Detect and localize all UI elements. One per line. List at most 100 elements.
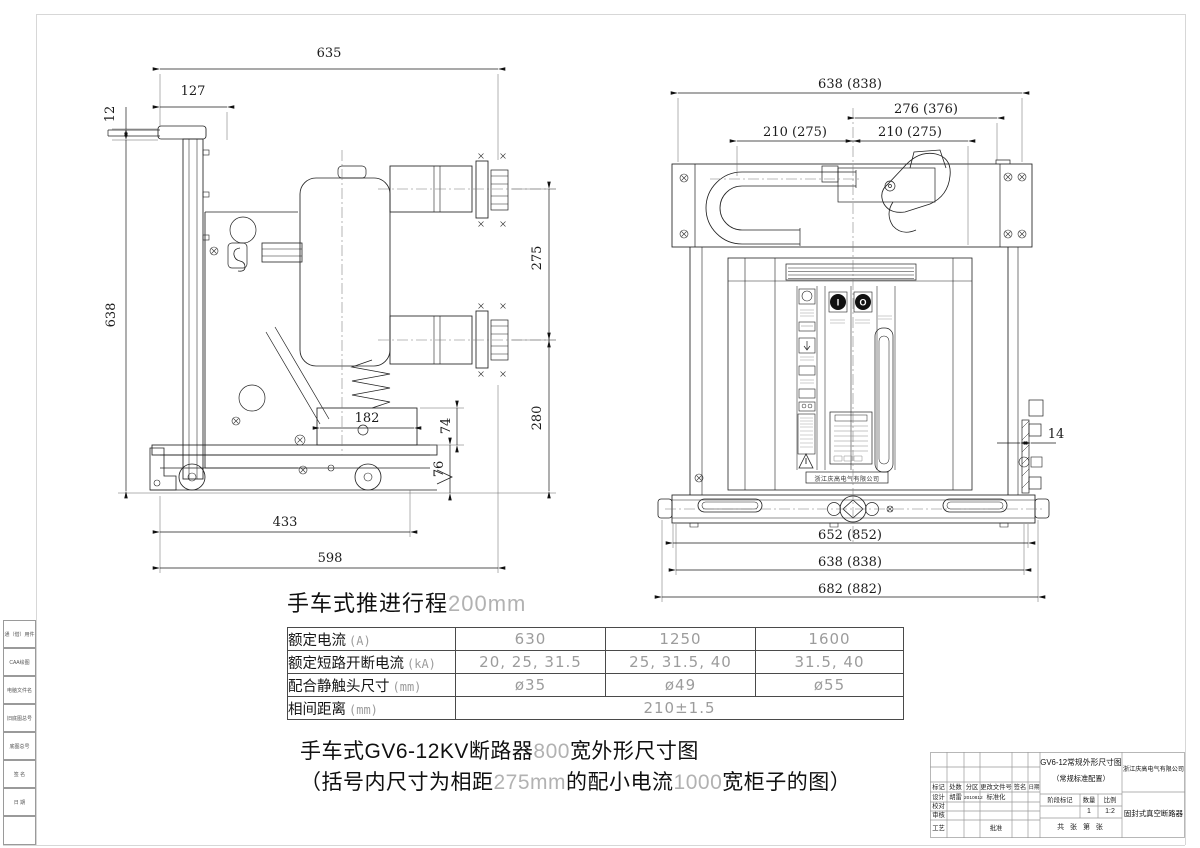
tb-sheets: 共 张 第 张 <box>1057 824 1105 831</box>
margin-box-old-sheet-no: 旧底图总号 <box>3 704 36 732</box>
dim-12: 12 <box>103 105 118 123</box>
cell-value: 25, 31.5, 40 <box>605 650 756 674</box>
tb-qty-label: 数量 <box>1082 797 1096 804</box>
tb-qty: 1 <box>1087 808 1091 815</box>
dim-682-882: 682 (882) <box>818 582 882 597</box>
row-label: 额定短路开断电流 <box>288 655 405 672</box>
cell-value: 1250 <box>605 627 756 651</box>
cell-value: ø49 <box>605 673 756 697</box>
row-label: 相间距离 <box>288 701 347 718</box>
tb-approve: 批准 <box>989 825 1003 832</box>
tb-check: 校对 <box>932 803 945 810</box>
cell-value: ø35 <box>455 673 606 697</box>
margin-box-date: 日 期 <box>3 788 36 816</box>
dim-652-852: 652 (852) <box>818 528 882 543</box>
sheet-border-right <box>1185 14 1186 845</box>
tb-rev-count: 处数 <box>949 784 962 791</box>
dim-275: 275 <box>530 245 545 271</box>
sheet-border-bottom <box>3 845 1185 846</box>
tb-craft: 工艺 <box>932 825 945 832</box>
table-row: 额定电流(A) 630 1250 1600 <box>287 627 904 651</box>
tb-design-date: 2010812 <box>964 796 983 801</box>
row-unit: (A) <box>349 633 371 648</box>
sheet-border-top <box>36 14 1185 15</box>
dim-14: 14 <box>1047 427 1065 442</box>
dimensions-front <box>654 91 1056 602</box>
caption-line1: 手车式GV6-12KV断路器800宽外形尺寸图 <box>300 735 699 765</box>
caption-text: 手车式GV6-12KV断路器 <box>300 740 534 763</box>
margin-box-signature: 签 名 <box>3 760 36 788</box>
caption-value: 800 <box>533 740 570 763</box>
title-block: 标记 处数 分区 更改文件号 签名 日期 设计 胡雷 2010812 标准化 校… <box>930 752 1185 838</box>
front-view <box>657 149 1050 528</box>
tb-stage: 阶段标记 <box>1047 797 1073 804</box>
spec-table: 额定电流(A) 630 1250 1600 额定短路开断电流(kA) 20, 2… <box>287 627 904 720</box>
row-label: 额定电流 <box>288 632 347 649</box>
travel-note-text: 手车式推进行程 <box>287 591 449 616</box>
margin-box-empty <box>3 816 36 845</box>
cell-value: 31.5, 40 <box>755 650 904 674</box>
tb-scale-label: 比例 <box>1103 797 1117 804</box>
dim-638-838-base: 638 (838) <box>818 555 882 570</box>
tb-rev-date: 日期 <box>1028 785 1040 791</box>
cell-value: 630 <box>455 627 606 651</box>
tb-product: 固封式真空断路器 <box>1123 809 1184 818</box>
caption-line2: （括号内尺寸为相距275mm的配小电流1000宽柜子的图） <box>300 766 851 796</box>
caption-text: 宽柜子的图） <box>722 771 852 794</box>
table-row: 配合静触头尺寸(mm) ø35 ø49 ø55 <box>287 673 904 697</box>
margin-box-reuse-record: 通（借）用件登记 <box>3 620 36 648</box>
tb-rev-mark: 标记 <box>932 784 945 791</box>
close-button-glyph: I <box>837 298 840 308</box>
margin-box-sheet-no: 底图总号 <box>3 732 36 760</box>
dim-280: 280 <box>530 405 545 431</box>
margin-box-caa: CAA绘图 <box>3 648 36 676</box>
tb-drawing-title: GV6-12常规外形尺寸图 <box>1040 758 1122 767</box>
sheet-border-left <box>36 14 37 845</box>
title-block-grid <box>930 752 1185 838</box>
dimensions-side <box>112 67 556 573</box>
travel-note: 手车式推进行程200mm <box>287 586 526 618</box>
dim-127: 127 <box>180 84 206 99</box>
dim-76: 76 <box>432 460 447 478</box>
table-row: 额定短路开断电流(kA) 20, 25, 31.5 25, 31.5, 40 3… <box>287 650 904 674</box>
dim-433: 433 <box>272 515 298 530</box>
cell-value: ø55 <box>755 673 904 697</box>
cell-value: 1600 <box>755 627 904 651</box>
row-label: 配合静触头尺寸 <box>288 678 390 695</box>
tb-rev-zone: 分区 <box>965 784 979 791</box>
tb-design: 设计 <box>932 794 945 801</box>
caption-text: 的配小电流 <box>566 771 674 794</box>
caption-text: 宽外形尺寸图 <box>569 740 699 763</box>
side-view <box>107 125 509 491</box>
dim-598: 598 <box>317 551 343 566</box>
travel-note-value: 200mm <box>448 591 527 616</box>
dim-638: 638 <box>104 302 119 328</box>
dim-210-275-right: 210 (275) <box>878 125 942 140</box>
tb-design-name: 胡雷 <box>949 794 962 801</box>
row-unit: (mm) <box>392 679 422 694</box>
panel-brand-bar: 浙江庆高电气有限公司 <box>814 477 880 483</box>
cell-value-span: 210±1.5 <box>455 696 904 720</box>
tb-rev-sign: 签名 <box>1013 784 1027 791</box>
tb-company: 浙江庆高电气有限公司 <box>1123 766 1184 773</box>
cell-value: 20, 25, 31.5 <box>455 650 606 674</box>
dim-210-275-left: 210 (275) <box>763 125 827 140</box>
caption-value: 275mm <box>493 771 567 794</box>
caption-value: 1000 <box>673 771 723 794</box>
row-unit: (mm) <box>349 702 378 717</box>
dim-638-838-top: 638 (838) <box>818 77 882 92</box>
tb-rev-doc: 更改文件号 <box>980 784 1012 791</box>
dim-74: 74 <box>439 417 454 435</box>
dim-276-376: 276 (376) <box>894 102 958 117</box>
tb-drawing-subtitle: （常规标准配置） <box>1052 774 1110 783</box>
caption-text: （括号内尺寸为相距 <box>300 771 494 794</box>
tb-audit: 审核 <box>932 812 945 819</box>
row-unit: (kA) <box>407 656 436 671</box>
open-button-glyph: O <box>859 298 866 308</box>
dim-635: 635 <box>316 46 342 61</box>
dim-182: 182 <box>354 411 380 426</box>
margin-box-filename: 电脑文件名 <box>3 676 36 704</box>
tb-scale: 1:2 <box>1105 808 1115 815</box>
